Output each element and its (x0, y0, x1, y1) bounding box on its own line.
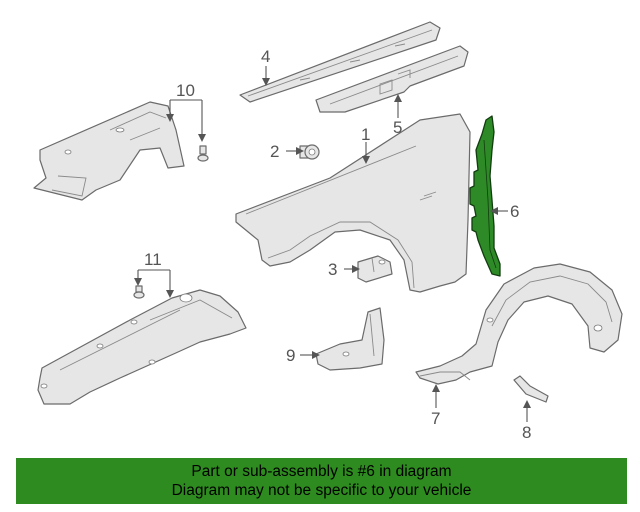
banner-line-1: Part or sub-assembly is #6 in diagram (191, 463, 452, 480)
part-1-fender (235, 113, 471, 293)
part-11-clip (133, 285, 145, 299)
banner-line-2: Diagram may not be specific to your vehi… (171, 482, 472, 499)
part-2-bolt (299, 144, 320, 160)
part-7-wheel-liner (415, 263, 623, 385)
callout-5: 5 (393, 118, 402, 137)
parts-diagram: 1 2 3 4 5 6 7 8 9 10 11 (33, 21, 623, 442)
callout-3: 3 (328, 260, 337, 279)
part-5-bracket (315, 45, 469, 113)
leader-lines (134, 66, 531, 422)
part-4-fender-rail (239, 21, 441, 103)
callout-4: 4 (261, 47, 270, 66)
callout-numbers: 1 2 3 4 5 6 7 8 9 10 11 (144, 47, 531, 442)
part-10-fender-liner (33, 101, 185, 201)
callout-2: 2 (270, 142, 279, 161)
diagram-notice-banner: Part or sub-assembly is #6 in diagram Di… (16, 458, 627, 504)
part-9-bracket (315, 307, 385, 371)
part-11-under-cover (37, 289, 247, 405)
callout-10: 10 (176, 81, 195, 100)
part-3-bracket (357, 255, 393, 283)
part-10-clip (197, 145, 209, 162)
part-6-fender-bracket-highlighted (469, 115, 501, 277)
callout-6: 6 (510, 202, 519, 221)
callout-7: 7 (431, 409, 440, 428)
callout-8: 8 (522, 423, 531, 442)
callout-9: 9 (286, 346, 295, 365)
callout-1: 1 (361, 125, 370, 144)
part-8-strip (513, 375, 549, 403)
callout-11: 11 (144, 250, 162, 269)
